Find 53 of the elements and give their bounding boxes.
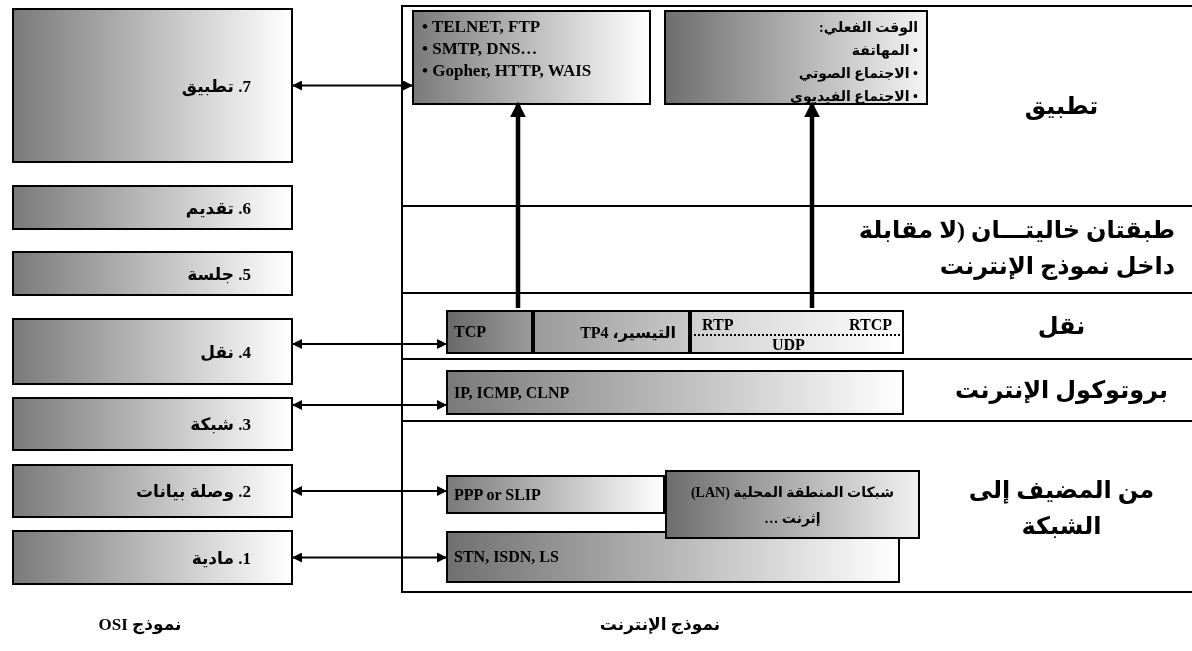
- protocol-label: RTP: [702, 316, 734, 334]
- protocol-label: IP, ICMP, CLNP: [454, 383, 570, 402]
- layer-label: 5. جلسة: [187, 263, 251, 284]
- bullet-item: • الاجتماع الصوتي: [797, 65, 918, 84]
- protocol-box: [533, 310, 690, 354]
- protocol-box: [446, 475, 665, 514]
- arrow: [292, 80, 413, 91]
- layer-label: 7. تطبيق: [181, 75, 251, 96]
- layer-label: 6. تقديم: [185, 197, 251, 218]
- note-text: طبقتان خاليتـــان (لا مقابلة داخل نموذج الإنترنت: [857, 216, 1175, 282]
- arrow: [292, 486, 447, 496]
- protocol-label: TCP: [454, 323, 486, 341]
- protocol-box: [446, 531, 900, 583]
- layer-label: 2. وصلة بيانات: [135, 480, 251, 502]
- layer-label: 4. نقل: [200, 341, 251, 362]
- layer-box: [12, 185, 293, 230]
- layer-box: [12, 8, 293, 163]
- layer-box: [12, 318, 293, 385]
- protocol-label: UDP: [772, 336, 805, 354]
- layer-label: 1. مادية: [191, 547, 251, 568]
- protocol-label: STN, ISDN, LS: [454, 548, 559, 566]
- protocol-box: [446, 310, 533, 354]
- caption: نموذج الإنترنت: [599, 613, 721, 635]
- protocol-label: RTCP: [849, 316, 892, 334]
- bullet-item: • Gopher, HTTP, WAIS: [422, 60, 592, 82]
- protocol-label: التيسير، TP4: [580, 322, 676, 342]
- layer-box: [12, 397, 293, 451]
- layer-box: [12, 464, 293, 518]
- protocol-box: [412, 10, 651, 105]
- layer-name: بروتوكول الإنترنت: [954, 376, 1169, 406]
- arrow: [510, 101, 526, 308]
- protocol-label: شبكات المنطقة المحلية (LAN) إثرنت …: [689, 484, 896, 529]
- arrow: [292, 400, 447, 410]
- bullet-item: • الاجتماع الفيديوي: [790, 88, 918, 106]
- protocol-box: [664, 10, 928, 105]
- protocol-label: PPP or SLIP: [454, 485, 541, 504]
- list-heading: الوقت الفعلي:: [818, 19, 918, 38]
- arrow: [292, 552, 447, 563]
- protocol-box: [690, 310, 904, 354]
- layer-label: 3. شبكة: [190, 413, 251, 435]
- bullet-item: • SMTP, DNS…: [422, 38, 539, 60]
- caption: نموذج OSI: [98, 613, 182, 635]
- protocol-box: [446, 370, 904, 415]
- layer-name: نقل: [1036, 312, 1087, 341]
- layer-name: من المضيف إلى الشبكة: [967, 475, 1156, 541]
- arrow: [292, 339, 447, 349]
- layer-name: تطبيق: [1023, 92, 1100, 122]
- arrow: [804, 101, 820, 308]
- protocol-box: [665, 470, 920, 539]
- layer-box: [12, 251, 293, 296]
- bullet-item: • TELNET, FTP: [422, 16, 542, 38]
- bullet-item: • المهاتفة: [850, 42, 918, 61]
- layer-box: [12, 530, 293, 585]
